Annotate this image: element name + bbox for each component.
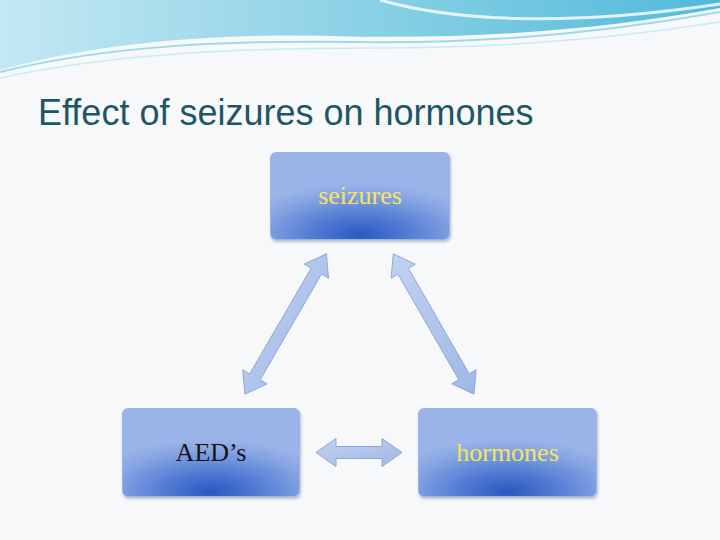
double-arrow	[391, 254, 476, 394]
process-box: hormones	[418, 408, 597, 497]
double-arrow	[243, 254, 329, 394]
slide-title: Effect of seizures on hormones	[38, 92, 534, 134]
process-box: AED’s	[122, 408, 300, 497]
box-label: hormones	[456, 438, 559, 468]
double-arrow	[316, 439, 402, 467]
process-box: seizures	[270, 152, 450, 240]
box-label: AED’s	[176, 438, 247, 468]
box-label: seizures	[318, 181, 402, 211]
header-wave	[0, 0, 720, 90]
